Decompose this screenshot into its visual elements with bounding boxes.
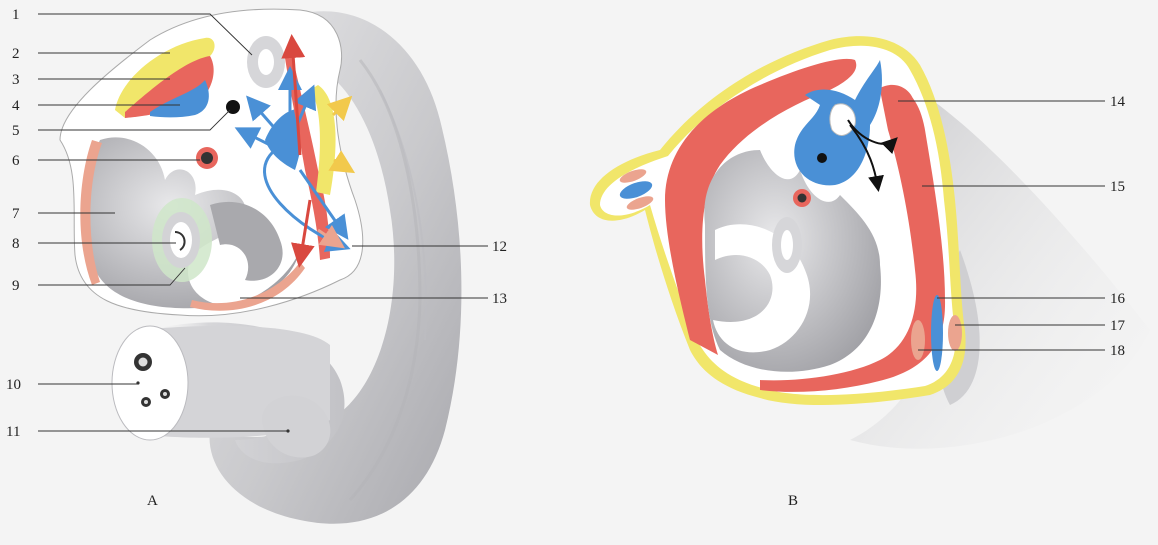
label-4: 4 — [12, 98, 20, 114]
label-6: 6 — [12, 153, 20, 169]
label-12: 12 — [492, 239, 507, 255]
label-18: 18 — [1110, 343, 1125, 359]
label-10: 10 — [6, 377, 21, 393]
label-16: 16 — [1110, 291, 1126, 307]
caption-a: A — [147, 493, 158, 509]
label-15: 15 — [1110, 179, 1125, 195]
panel-b — [590, 36, 1150, 449]
label-13: 13 — [492, 291, 507, 307]
label-2: 2 — [12, 46, 20, 62]
label-17: 17 — [1110, 318, 1126, 334]
label-9: 9 — [12, 278, 20, 294]
label-7: 7 — [12, 206, 20, 222]
label-14: 14 — [1110, 94, 1126, 110]
label-1: 1 — [12, 7, 20, 23]
label-11: 11 — [6, 424, 20, 440]
section-face-10 — [112, 326, 188, 440]
label-3: 3 — [12, 72, 20, 88]
panel-a — [60, 9, 461, 524]
caption-b: B — [788, 493, 798, 509]
label-8: 8 — [12, 236, 20, 252]
label-5: 5 — [12, 123, 20, 139]
